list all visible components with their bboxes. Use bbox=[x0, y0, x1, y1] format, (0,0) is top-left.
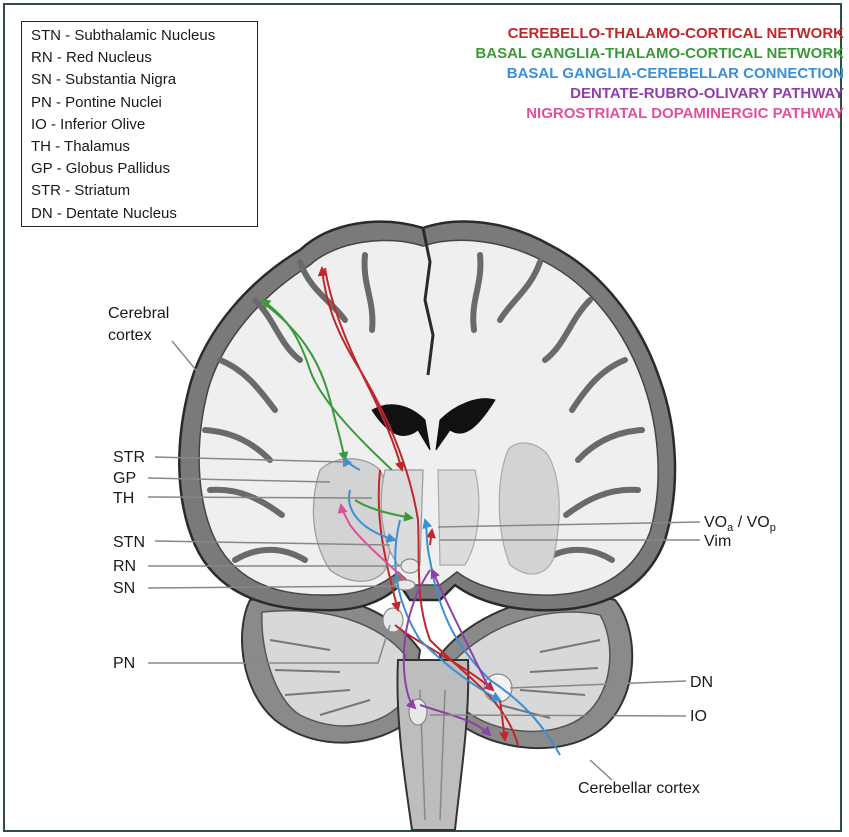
brainstem bbox=[397, 660, 468, 830]
label-sn: SN bbox=[113, 580, 135, 597]
label-rn: RN bbox=[113, 558, 136, 575]
label-th: TH bbox=[113, 490, 134, 507]
label-cerebral-cortex-line2: cortex bbox=[108, 327, 152, 344]
label-cerebellar-cortex: Cerebellar cortex bbox=[578, 780, 700, 797]
label-vim: Vim bbox=[704, 533, 731, 550]
label-stn: STN bbox=[113, 534, 145, 551]
striatum-right bbox=[499, 443, 559, 574]
label-pn: PN bbox=[113, 655, 135, 672]
label-gp: GP bbox=[113, 470, 136, 487]
label-cerebral-cortex-line1: Cerebral bbox=[108, 305, 169, 322]
red-nucleus bbox=[401, 559, 419, 573]
label-str: STR bbox=[113, 449, 145, 466]
label-vo: VOa / VOp bbox=[704, 514, 776, 534]
label-io: IO bbox=[690, 708, 707, 725]
label-dn: DN bbox=[690, 674, 713, 691]
